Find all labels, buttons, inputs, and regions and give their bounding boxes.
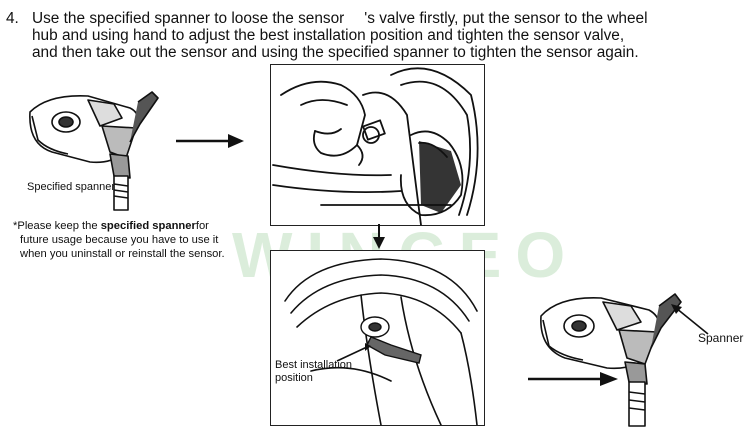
- specified-spanner-label: Specified spanner: [27, 181, 116, 193]
- arrow-right-icon: [528, 372, 618, 386]
- sensor-with-spanner-illustration: [29, 91, 159, 211]
- step-number: 4.: [6, 10, 19, 27]
- instruction-line-1: Use the specified spanner to loose the s…: [32, 10, 648, 27]
- best-installation-label: Best installation position: [275, 359, 353, 384]
- instruction-line-2: hub and using hand to adjust the best in…: [32, 27, 625, 44]
- spanner-pointer-arrow-icon: [671, 304, 709, 335]
- hands-on-wheel-illustration: [272, 67, 479, 225]
- instruction-line-3: and then take out the sensor and using t…: [32, 44, 639, 61]
- install-panel-position: Best installation position: [270, 250, 485, 426]
- install-panel-hands: [270, 64, 485, 226]
- wheel-sensor-position-illustration: [284, 258, 478, 425]
- arrow-right-icon: [176, 134, 244, 148]
- usage-note: *Please keep the specified spannerfor fu…: [13, 220, 225, 260]
- note-emphasis: specified spanner: [100, 220, 196, 232]
- spanner-label: Spanner: [698, 331, 744, 345]
- arrow-down-icon: [373, 224, 385, 249]
